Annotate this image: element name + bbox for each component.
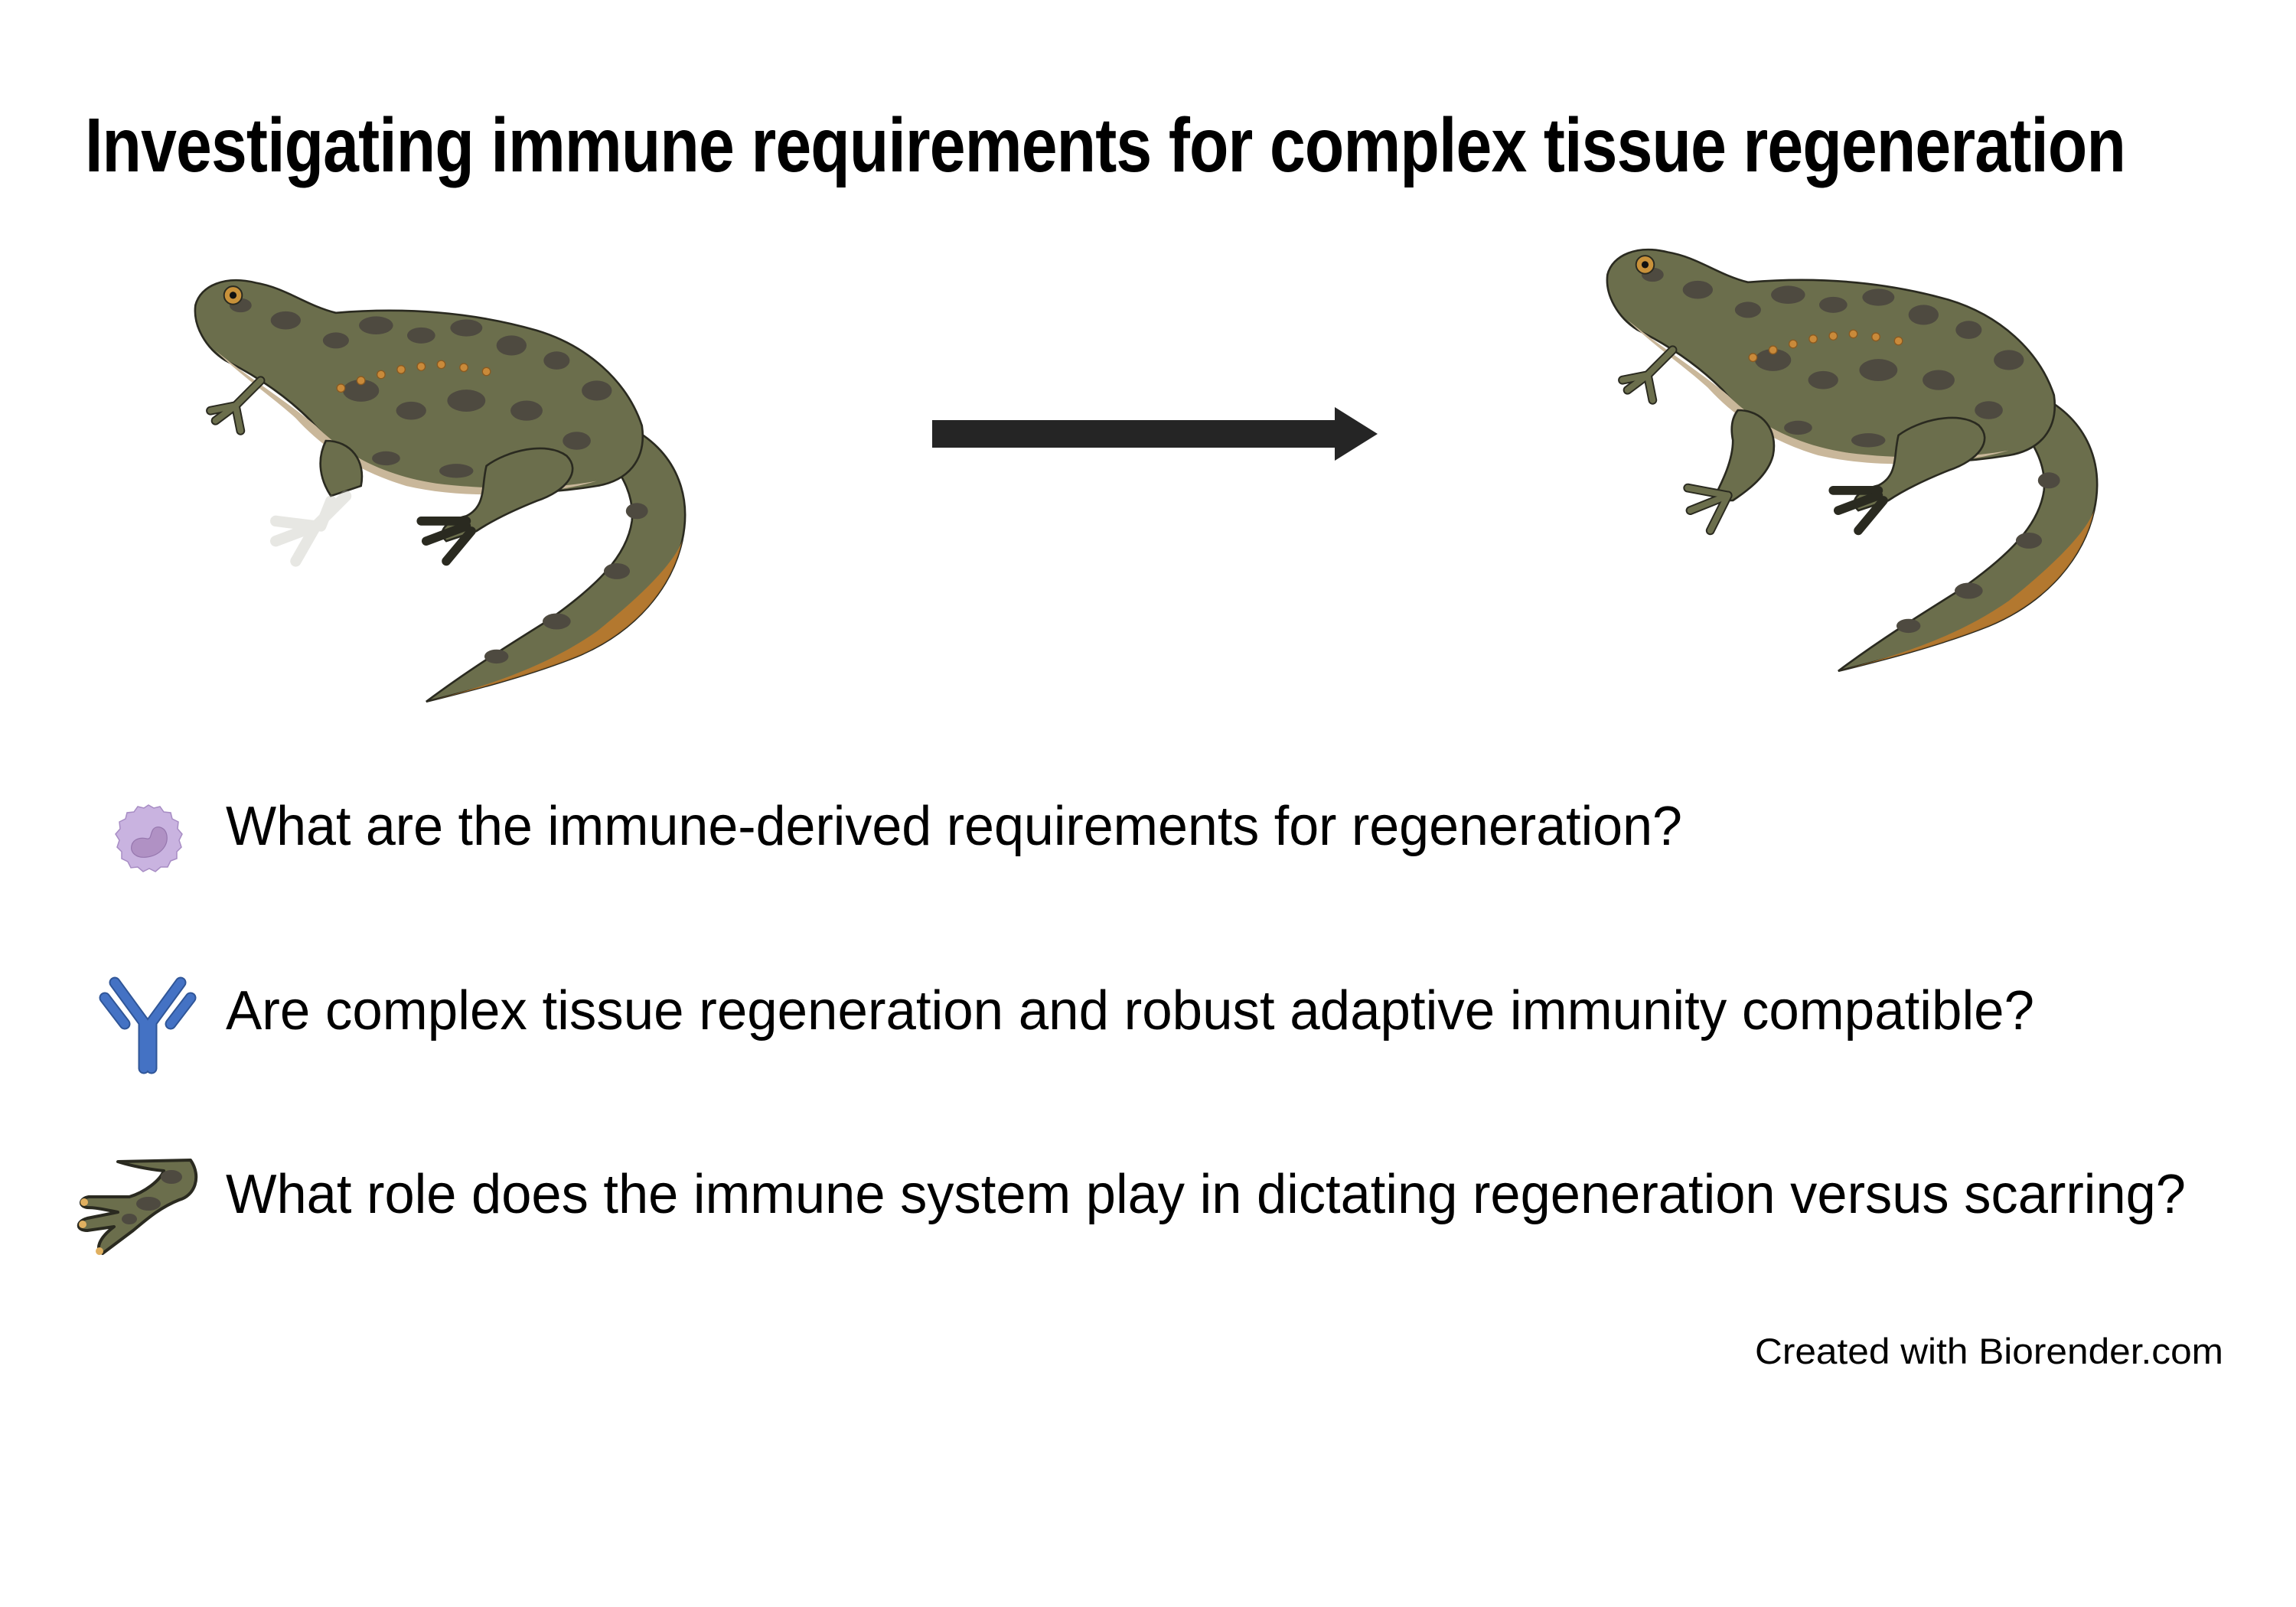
forelimb-stump xyxy=(319,439,364,497)
question-3-text: What role does the immune system play in… xyxy=(226,1164,2186,1225)
salamander-limb-icon xyxy=(77,1159,198,1255)
right-arrow-icon xyxy=(932,407,1378,461)
regenerated-forelimb xyxy=(1711,409,1776,502)
salamander-regenerated-illustration xyxy=(1435,230,2262,681)
antibody-icon xyxy=(99,976,197,1074)
missing-limb-ghost xyxy=(270,490,352,567)
biorender-credit: Created with Biorender.com xyxy=(1755,1331,2223,1371)
question-2-text: Are complex tissue regeneration and robu… xyxy=(226,980,2034,1041)
immune-cell-icon xyxy=(115,804,183,872)
question-1-text: What are the immune-derived requirements… xyxy=(226,796,1682,857)
figure-title: Investigating immune requirements for co… xyxy=(85,103,2126,188)
salamander-amputated-illustration xyxy=(23,260,850,712)
